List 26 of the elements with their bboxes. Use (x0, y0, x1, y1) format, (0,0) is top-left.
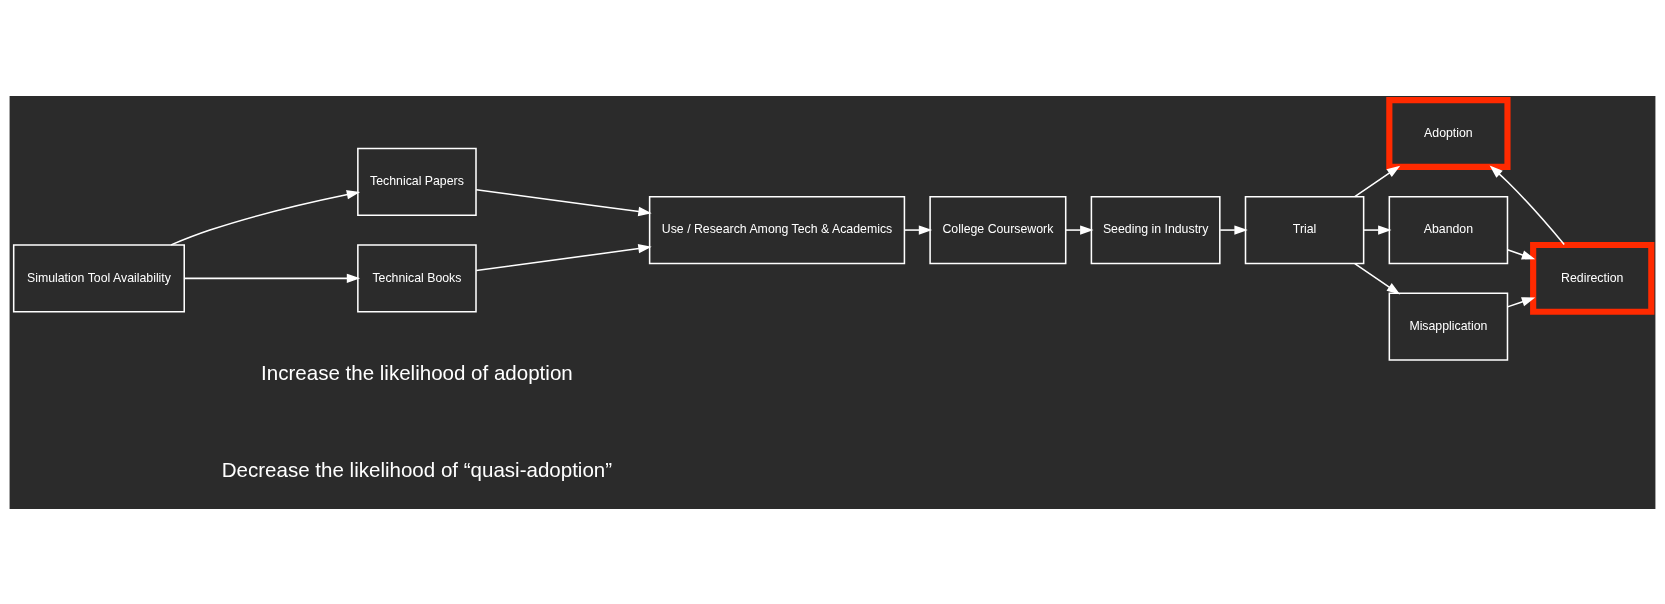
label: Increase the likelihood of adoption (261, 360, 573, 384)
node-box: Seeding in Industry (1090, 195, 1221, 264)
arrow (1362, 224, 1392, 235)
arrow (170, 189, 361, 246)
arrow (1506, 248, 1536, 259)
arrow (1354, 165, 1401, 197)
node-box: Use / Research Among Tech & Academics (648, 195, 906, 264)
node-box: Abandon (1388, 195, 1509, 264)
arrow (1065, 224, 1094, 235)
node-box: Technical Papers (357, 147, 477, 216)
arrow (1354, 262, 1401, 294)
arrow (903, 224, 933, 235)
arrow (1506, 296, 1536, 308)
node-box: Technical Books (357, 243, 477, 312)
arrow (475, 243, 652, 271)
arrow (475, 188, 652, 216)
arrow (1489, 164, 1565, 245)
arrow (1219, 224, 1248, 235)
arrow (183, 273, 361, 283)
node-box: Redirection (1530, 241, 1655, 315)
node-box: College Coursework (929, 195, 1067, 264)
node-box: Adoption (1386, 96, 1511, 170)
label: Decrease the likelihood of “quasi-adoption” (221, 457, 613, 481)
node-box: Misapplication (1388, 292, 1509, 361)
node-box: Simulation Tool Availability (12, 243, 185, 312)
node-box: Trial (1244, 195, 1365, 264)
